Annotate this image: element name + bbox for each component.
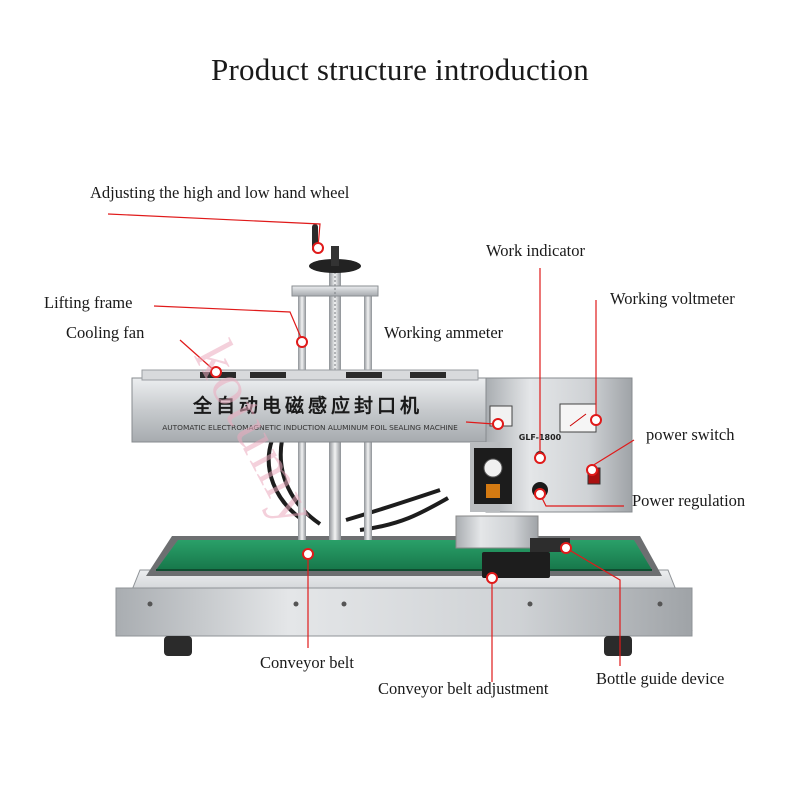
label-working-ammeter: Working ammeter: [384, 323, 504, 342]
callout-lines: [107, 213, 635, 682]
label-conveyor-belt: Conveyor belt: [260, 653, 354, 672]
label-working-voltmeter: Working voltmeter: [610, 289, 735, 308]
marker-ammeter: [492, 418, 504, 430]
bottle-guide-device: [455, 515, 570, 578]
machine-chinese-name: 全自动电磁感应封口机: [192, 394, 423, 417]
label-bottle-guide-device: Bottle guide device: [596, 669, 724, 688]
marker-lifting-frame: [296, 336, 308, 348]
label-hand-wheel: Adjusting the high and low hand wheel: [90, 183, 350, 202]
label-power-regulation: Power regulation: [632, 491, 745, 510]
foot-right: [604, 636, 632, 656]
conveyor-belt: [146, 536, 662, 576]
marker-cooling-fan: [210, 366, 222, 378]
marker-power-switch: [586, 464, 598, 476]
marker-voltmeter: [590, 414, 602, 426]
belt-adjust-block: [482, 552, 550, 578]
marker-work-indicator: [534, 452, 546, 464]
label-lifting-frame: Lifting frame: [44, 293, 132, 312]
foot-left: [164, 636, 192, 656]
marker-conveyor-belt: [302, 548, 314, 560]
marker-power-regulation: [534, 488, 546, 500]
machine-english-name: AUTOMATIC ELECTROMAGNETIC INDUCTION ALUM…: [162, 423, 458, 432]
label-cooling-fan: Cooling fan: [66, 323, 144, 342]
page-title: Product structure introduction: [211, 52, 589, 87]
marker-belt-adjustment: [486, 572, 498, 584]
label-power-switch: power switch: [646, 425, 735, 444]
machine-base: [115, 569, 693, 656]
marker-bottle-guide: [560, 542, 572, 554]
label-work-indicator: Work indicator: [486, 241, 586, 260]
marker-hand-wheel: [312, 242, 324, 254]
callout-markers: [210, 242, 602, 584]
label-conveyor-belt-adjustment: Conveyor belt adjustment: [378, 679, 549, 698]
machine-housing: 全自动电磁感应封口机 AUTOMATIC ELECTROMAGNETIC IND…: [131, 369, 633, 513]
